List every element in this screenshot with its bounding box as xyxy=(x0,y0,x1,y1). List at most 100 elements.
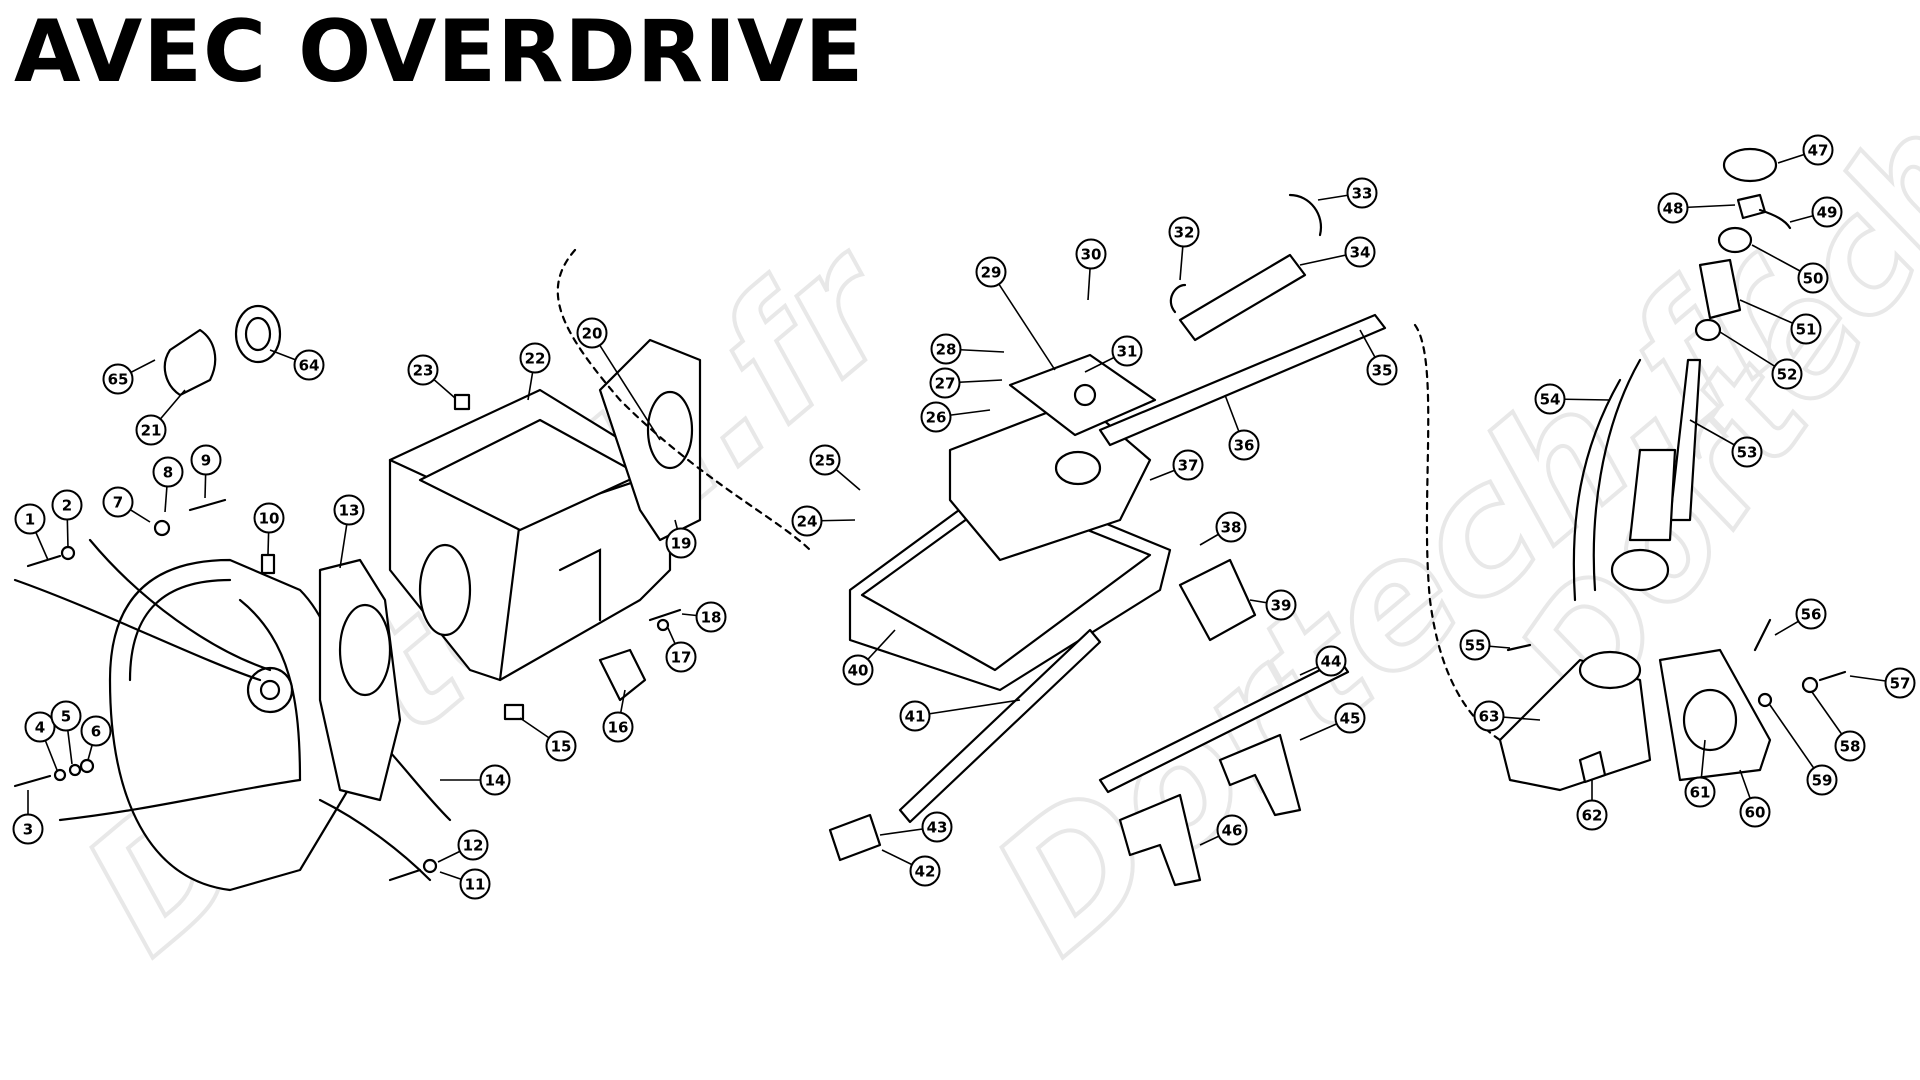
callout-circle-16 xyxy=(602,711,634,743)
selector-sleeve-and-clips xyxy=(1169,193,1323,342)
callout-label-18: 18 xyxy=(701,609,722,627)
callout-circle-30 xyxy=(1075,238,1107,270)
callout-circle-31 xyxy=(1111,335,1143,367)
rear-gasket-plate xyxy=(598,338,702,542)
callout-circle-11 xyxy=(459,868,491,900)
callout-circle-56 xyxy=(1795,598,1827,630)
callout-circle-45 xyxy=(1334,702,1366,734)
callout-label-61: 61 xyxy=(1690,784,1711,802)
callout-label-30: 30 xyxy=(1081,246,1102,264)
callout-label-39: 39 xyxy=(1271,597,1292,615)
callout-circle-24 xyxy=(791,505,823,537)
callout-circle-5 xyxy=(50,700,82,732)
callout-label-64: 64 xyxy=(299,357,320,375)
callout-label-48: 48 xyxy=(1663,200,1684,218)
callout-label-65: 65 xyxy=(108,371,129,389)
callout-label-10: 10 xyxy=(259,510,280,528)
callout-label-41: 41 xyxy=(905,708,926,726)
callout-circle-22 xyxy=(519,342,551,374)
callout-label-31: 31 xyxy=(1117,343,1138,361)
callout-label-34: 34 xyxy=(1350,244,1371,262)
callout-circle-23 xyxy=(407,354,439,386)
callout-label-16: 16 xyxy=(608,719,629,737)
remote-control-housing xyxy=(1498,618,1847,792)
callout-circle-7 xyxy=(102,486,134,518)
callout-label-27: 27 xyxy=(935,375,956,393)
callout-circle-14 xyxy=(479,764,511,796)
callout-circle-62 xyxy=(1576,799,1608,831)
callout-label-29: 29 xyxy=(981,264,1002,282)
callout-label-60: 60 xyxy=(1745,804,1766,822)
callout-label-33: 33 xyxy=(1352,185,1373,203)
callout-label-8: 8 xyxy=(163,464,173,482)
callout-label-23: 23 xyxy=(413,362,434,380)
callout-label-50: 50 xyxy=(1803,270,1824,288)
dashed-assembly-line-left xyxy=(556,248,812,552)
callout-circle-44 xyxy=(1315,645,1347,677)
gear-lever-assembly xyxy=(1572,147,1792,602)
callout-circle-51 xyxy=(1790,313,1822,345)
callout-circle-36 xyxy=(1228,429,1260,461)
clutch-cover-plate xyxy=(318,558,402,802)
callout-label-35: 35 xyxy=(1372,362,1393,380)
callout-circle-39 xyxy=(1265,589,1297,621)
callout-label-58: 58 xyxy=(1840,738,1861,756)
callout-circle-50 xyxy=(1797,262,1829,294)
callout-label-17: 17 xyxy=(671,649,692,667)
callout-label-19: 19 xyxy=(671,535,692,553)
callout-circle-37 xyxy=(1172,449,1204,481)
callout-circle-41 xyxy=(899,700,931,732)
callout-label-13: 13 xyxy=(339,502,360,520)
callout-label-15: 15 xyxy=(551,738,572,756)
callout-circle-42 xyxy=(909,855,941,887)
callout-label-28: 28 xyxy=(936,341,957,359)
callout-label-6: 6 xyxy=(91,723,101,741)
callout-circle-29 xyxy=(975,256,1007,288)
callout-circle-18 xyxy=(695,601,727,633)
callout-circle-25 xyxy=(809,444,841,476)
callout-label-47: 47 xyxy=(1808,142,1829,160)
callout-circle-61 xyxy=(1684,776,1716,808)
callout-circle-15 xyxy=(545,730,577,762)
callout-circle-32 xyxy=(1168,216,1200,248)
callout-circle-49 xyxy=(1811,196,1843,228)
callout-label-63: 63 xyxy=(1479,708,1500,726)
callout-label-45: 45 xyxy=(1340,710,1361,728)
callout-circle-40 xyxy=(842,654,874,686)
callout-label-55: 55 xyxy=(1465,637,1486,655)
callout-circle-20 xyxy=(576,317,608,349)
callout-label-46: 46 xyxy=(1222,822,1243,840)
callout-circle-21 xyxy=(135,414,167,446)
callout-circle-8 xyxy=(152,456,184,488)
callout-circle-59 xyxy=(1806,764,1838,796)
callout-label-22: 22 xyxy=(525,350,546,368)
callout-circle-64 xyxy=(293,349,325,381)
callout-label-40: 40 xyxy=(848,662,869,680)
callout-circle-28 xyxy=(930,333,962,365)
callout-leader-29 xyxy=(990,271,1056,371)
bell-housing xyxy=(13,538,452,892)
small-left-fasteners xyxy=(13,393,682,882)
top-cover-gasket xyxy=(848,478,1172,692)
callout-label-54: 54 xyxy=(1540,391,1561,409)
callout-circle-53 xyxy=(1731,436,1763,468)
callout-label-3: 3 xyxy=(23,821,33,839)
callout-label-53: 53 xyxy=(1737,444,1758,462)
callout-label-59: 59 xyxy=(1812,772,1833,790)
callout-circle-9 xyxy=(190,444,222,476)
callout-circle-6 xyxy=(80,715,112,747)
callout-label-56: 56 xyxy=(1801,606,1822,624)
callout-label-52: 52 xyxy=(1777,366,1798,384)
callout-circle-57 xyxy=(1884,667,1916,699)
callout-label-1: 1 xyxy=(25,511,35,529)
callout-label-4: 4 xyxy=(35,719,45,737)
callout-label-12: 12 xyxy=(463,837,484,855)
dashed-assembly-line-right xyxy=(1413,323,1502,742)
callout-label-44: 44 xyxy=(1321,653,1342,671)
callout-circle-47 xyxy=(1802,134,1834,166)
callout-circle-35 xyxy=(1366,354,1398,386)
callout-label-25: 25 xyxy=(815,452,836,470)
shift-rail-and-forks xyxy=(828,313,1387,887)
callout-circle-48 xyxy=(1657,192,1689,224)
